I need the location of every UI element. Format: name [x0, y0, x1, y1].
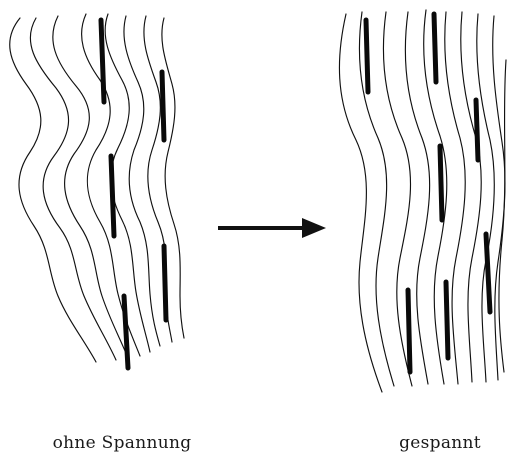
crystal-rod [434, 14, 436, 82]
crystal-rod [408, 290, 410, 372]
crystal-rod [162, 72, 164, 140]
fiber-group-unstressed [10, 14, 184, 362]
caption-unstressed: ohne Spannung [53, 433, 192, 453]
fiber-group-stressed [339, 10, 506, 392]
arrow-head-icon [302, 218, 326, 238]
fiber [10, 18, 96, 362]
fiber [477, 14, 495, 382]
crystal-rod [366, 20, 368, 92]
crystal-rod [111, 156, 114, 236]
panel-unstressed [10, 14, 184, 368]
transition-arrow [218, 218, 326, 238]
crystal-rod [486, 234, 490, 312]
fiber [53, 16, 128, 358]
crystal-rod [164, 246, 166, 320]
crystal-rod [440, 146, 442, 220]
panel-stressed [339, 10, 506, 392]
fiber [359, 12, 394, 386]
crystal-rod [476, 100, 478, 160]
crystal-rod [124, 296, 128, 368]
fiber [144, 16, 172, 342]
crystal-rod [101, 20, 104, 102]
crystal-rod [446, 282, 448, 358]
caption-stressed: gespannt [399, 433, 481, 453]
fiber [499, 60, 506, 372]
fiber [124, 16, 160, 346]
